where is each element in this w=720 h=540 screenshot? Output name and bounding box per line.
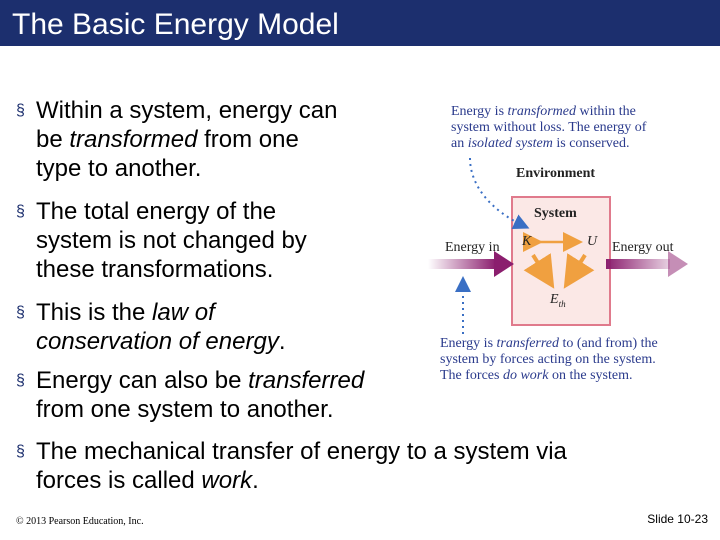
bullet-1-line-2: be transformed from one <box>36 126 299 153</box>
environment-label: Environment <box>516 166 596 181</box>
figure-bottom-caption: Energy is transferred to (and from) the … <box>440 336 658 384</box>
energy-in-arrow-head <box>494 251 514 277</box>
bullet-marker: § <box>16 304 25 321</box>
top-caption-line-3: an isolated system is conserved. <box>451 136 630 151</box>
bullet-marker: § <box>16 203 25 220</box>
potential-energy-label: U <box>587 234 598 249</box>
bullet-1-line-3: type to another. <box>36 155 202 182</box>
energy-in-arrow-shaft <box>428 259 496 269</box>
slide-title: The Basic Energy Model <box>12 8 339 41</box>
bullet-1-line-1: Within a system, energy can <box>36 97 338 124</box>
bottom-caption-line-3: The forces do work on the system. <box>440 368 633 383</box>
u-to-eth-arrow <box>563 253 595 289</box>
energy-out-arrow-shaft <box>606 259 670 269</box>
energy-out-arrow-head <box>668 251 688 277</box>
system-label: System <box>534 206 577 221</box>
slide-number: Slide 10-23 <box>647 512 708 526</box>
transform-dotted-arrow <box>469 157 530 229</box>
bullet-3-line-2: conservation of energy. <box>36 328 286 355</box>
bullet-4-line-1: Energy can also be transferred <box>36 367 365 394</box>
bottom-caption-line-2: system by forces acting on the system. <box>440 352 656 367</box>
bullet-2-line-3: these transformations. <box>36 256 274 283</box>
bullet-marker: § <box>16 372 25 389</box>
bullet-4-line-2: from one system to another. <box>36 396 334 423</box>
copyright-notice: © 2013 Pearson Education, Inc. <box>16 516 144 527</box>
k-to-eth-arrow <box>523 253 555 289</box>
top-caption-line-2: system without loss. The energy of <box>451 120 647 135</box>
energy-out-label: Energy out <box>612 240 674 255</box>
energy-in-label: Energy in <box>445 240 500 255</box>
thermal-energy-label: Eth <box>550 292 566 309</box>
bullet-2-line-2: system is not changed by <box>36 227 307 254</box>
top-caption-line-1: Energy is transformed within the <box>451 104 636 119</box>
figure-top-caption: Energy is transformed within the system … <box>451 104 646 152</box>
title-bar: The Basic Energy Model <box>0 0 720 46</box>
kinetic-energy-label: K <box>522 234 532 249</box>
bullet-5-line-2: forces is called work. <box>36 467 259 494</box>
bullet-marker: § <box>16 102 25 119</box>
bottom-caption-line-1: Energy is transferred to (and from) the <box>440 336 658 351</box>
bullet-3-line-1: This is the law of <box>36 299 215 326</box>
bullet-5-line-1: The mechanical transfer of energy to a s… <box>36 438 567 465</box>
bullet-marker: § <box>16 443 25 460</box>
bullet-2-line-1: The total energy of the <box>36 198 277 225</box>
